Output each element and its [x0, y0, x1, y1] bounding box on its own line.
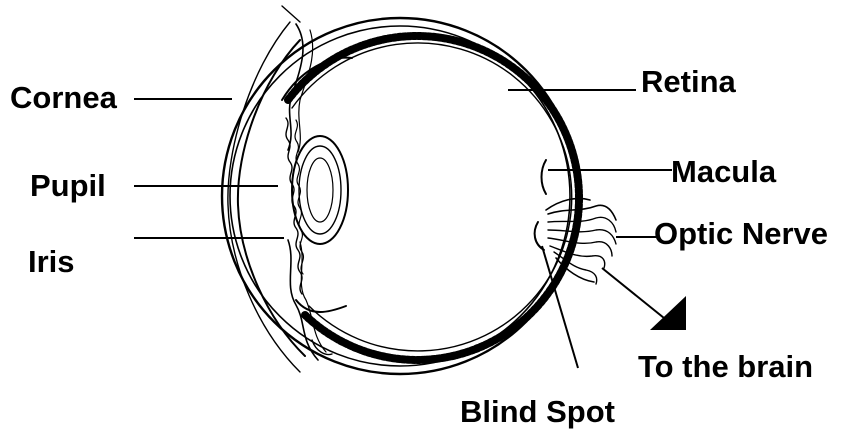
brain-arrow-head — [650, 296, 686, 330]
retina-label: Retina — [641, 64, 737, 99]
pupil-label: Pupil — [30, 168, 106, 203]
upper-lid-line — [282, 6, 300, 22]
eyeball-drawing — [222, 6, 616, 374]
blind-spot-label: Blind Spot — [460, 394, 615, 429]
retina-edge-bottom — [296, 300, 346, 312]
brain-arrow-line — [602, 268, 664, 318]
cornea-label: Cornea — [10, 80, 118, 115]
macula-label: Macula — [671, 154, 777, 189]
iris-label: Iris — [28, 244, 75, 279]
leader-lines — [134, 90, 686, 368]
lens-mid — [299, 146, 341, 234]
optic-nerve-label: Optic Nerve — [654, 216, 828, 251]
labels: Cornea Pupil Iris Retina Macula Optic Ne… — [10, 64, 828, 429]
optic-disc — [535, 222, 544, 250]
to-the-brain-label: To the brain — [638, 349, 813, 384]
lens-inner — [307, 158, 333, 222]
macula-notch — [542, 160, 547, 194]
